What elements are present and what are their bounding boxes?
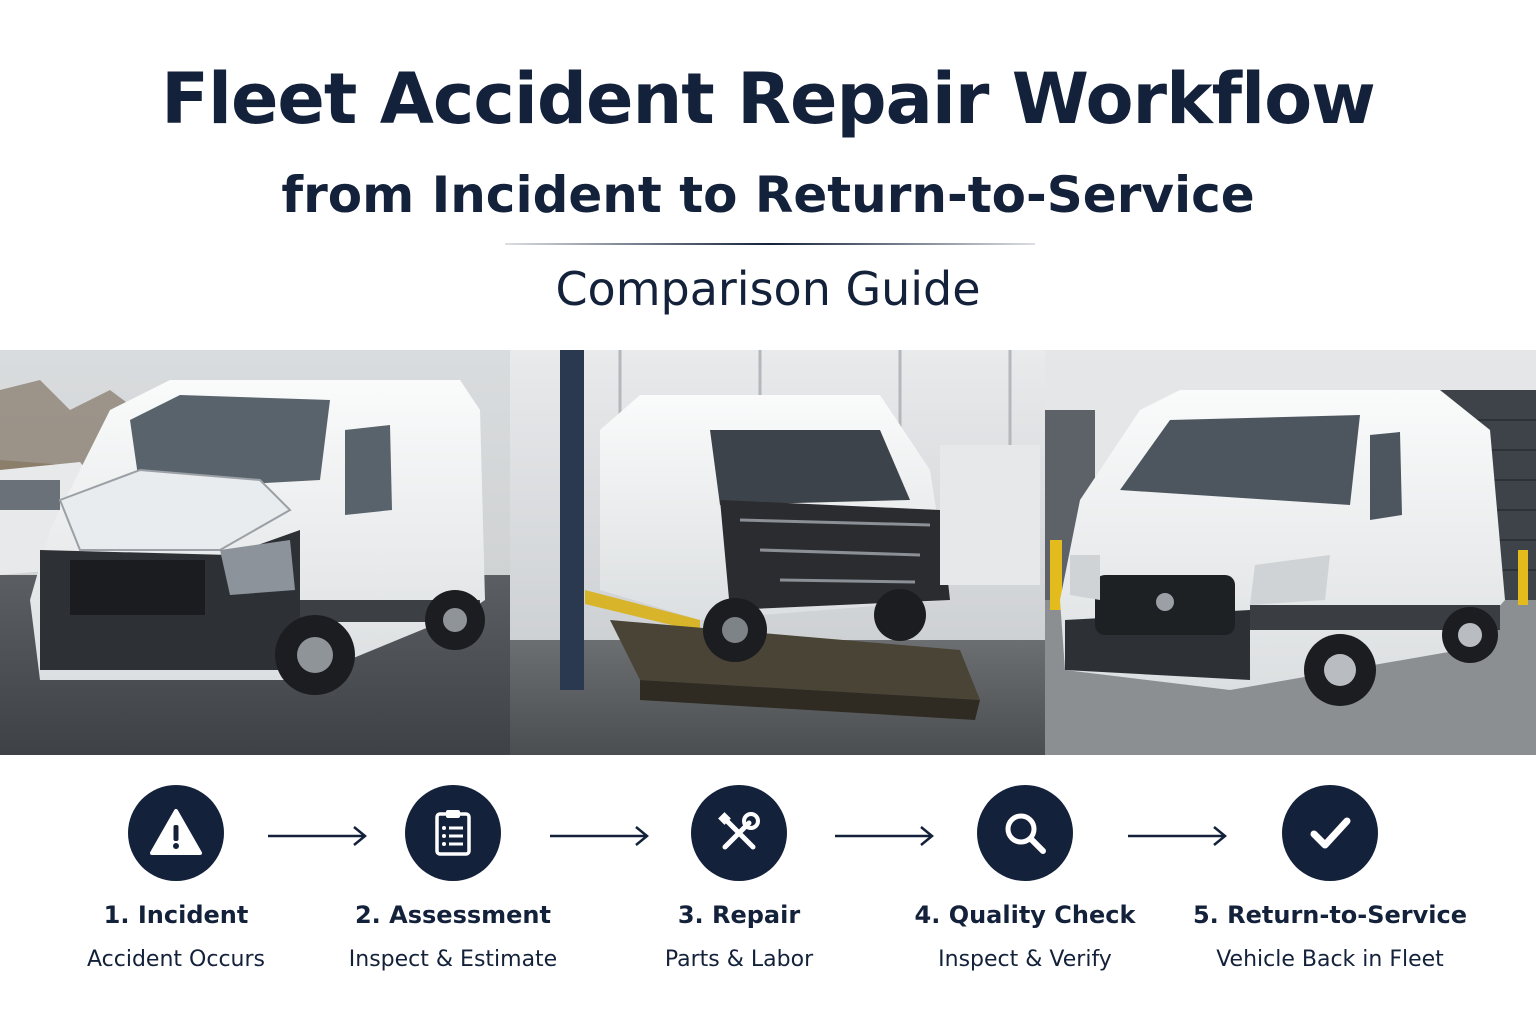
clipboard-icon xyxy=(405,785,501,881)
step-description: Vehicle Back in Fleet xyxy=(1216,947,1444,972)
step-assessment: 2. Assessment Inspect & Estimate xyxy=(293,785,613,972)
workflow-steps: 1. Incident Accident Occurs 2. Assessmen… xyxy=(0,785,1536,1015)
step-quality-check: 4. Quality Check Inspect & Verify xyxy=(865,785,1185,972)
page-title: Fleet Accident Repair Workflow xyxy=(161,58,1376,140)
guide-label: Comparison Guide xyxy=(555,262,981,316)
arrow-icon xyxy=(550,826,649,846)
repaired-van-photo xyxy=(1045,350,1536,755)
arrow-icon xyxy=(835,826,934,846)
van-on-repair-frame-photo xyxy=(510,350,1045,755)
page-subtitle: from Incident to Return-to-Service xyxy=(281,166,1255,224)
step-description: Inspect & Verify xyxy=(938,947,1112,972)
step-title: 1. Incident xyxy=(103,901,249,929)
damaged-van-photo xyxy=(0,350,510,755)
step-return-to-service: 5. Return-to-Service Vehicle Back in Fle… xyxy=(1170,785,1490,972)
step-description: Parts & Labor xyxy=(664,947,814,972)
step-description: Inspect & Estimate xyxy=(348,947,558,972)
photo-strip-svg xyxy=(0,350,1536,755)
magnifier-icon xyxy=(977,785,1073,881)
step-title: 3. Repair xyxy=(677,901,801,929)
arrow-icon xyxy=(1128,826,1227,846)
step-title: 2. Assessment xyxy=(354,901,551,929)
step-description: Accident Occurs xyxy=(87,947,265,972)
checkmark-icon xyxy=(1282,785,1378,881)
header: Fleet Accident Repair Workflow from Inci… xyxy=(0,0,1536,350)
warning-icon xyxy=(128,785,224,881)
step-repair: 3. Repair Parts & Labor xyxy=(579,785,899,972)
tools-icon xyxy=(691,785,787,881)
step-title: 5. Return-to-Service xyxy=(1192,901,1468,929)
title-divider xyxy=(505,243,1035,245)
step-title: 4. Quality Check xyxy=(914,901,1136,929)
photo-strip xyxy=(0,350,1536,755)
step-incident: 1. Incident Accident Occurs xyxy=(16,785,336,972)
arrow-icon xyxy=(268,826,367,846)
